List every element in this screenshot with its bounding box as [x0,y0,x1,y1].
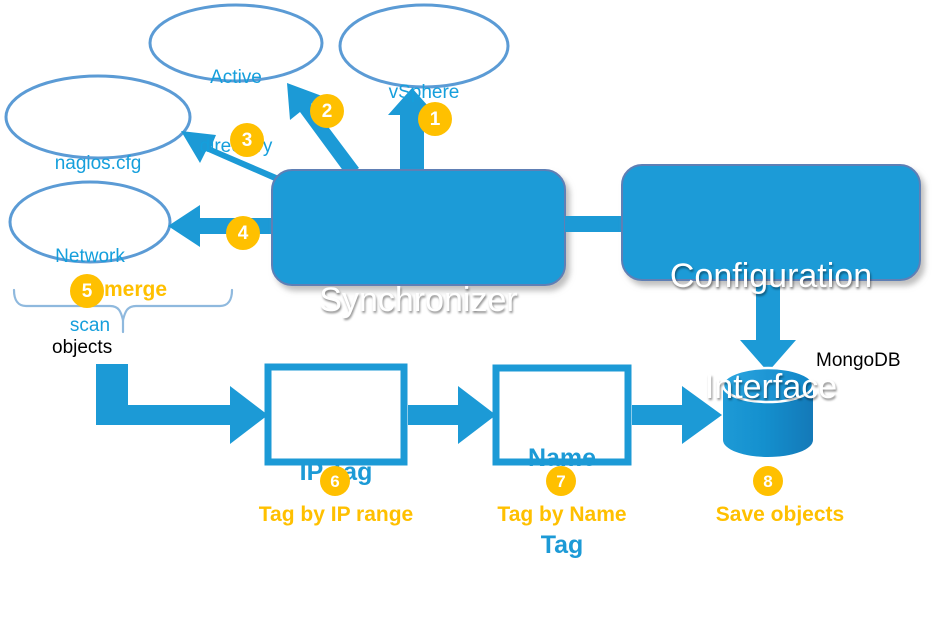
step-badge-4[interactable]: 4 [226,216,260,250]
name-tag-box[interactable] [492,364,632,466]
arrow-objects-to-ip-tag [96,364,268,444]
arrow-3-to-nagios-cfg [181,131,300,190]
arrow-ip-tag-to-name-tag [408,386,496,444]
save-objects-caption: Save objects [715,503,845,526]
synchronizer-label: Synchronizer [319,281,518,319]
configuration-interface-label: Configuration Interface [669,257,873,406]
mongodb-cylinder[interactable] [721,366,815,457]
tag-by-name-caption: Tag by Name [497,503,627,526]
merge-brace [12,288,234,334]
objects-label: objects [52,337,113,358]
mongodb-label: MongoDB [816,350,901,371]
step-badge-5[interactable]: 5 [70,274,104,308]
arrow-config-to-mongodb [740,285,796,372]
name-tag-label: Name Tag [527,444,597,559]
step-badge-6[interactable]: 6 [320,466,350,496]
source-ellipse-nagios-cfg[interactable] [4,74,192,160]
arrow-2-to-active-directory [287,83,359,176]
source-label-vsphere: vSphere [388,82,460,103]
source-ellipse-active-directory[interactable] [148,3,324,83]
merge-caption: merge [104,278,168,301]
connector-synchronizer-configuration [565,216,623,232]
diagram-canvas: Active directory vSphere nagios.cfg Netw… [4,3,921,559]
source-ellipse-network-scan[interactable] [8,180,172,264]
step-badge-7[interactable]: 7 [546,466,576,496]
step-badge-3[interactable]: 3 [230,123,264,157]
step-badge-1[interactable]: 1 [418,102,452,136]
source-label-nagios-cfg: nagios.cfg [54,153,142,174]
arrow-name-tag-to-mongodb [632,386,722,444]
source-ellipse-vsphere[interactable] [338,3,510,89]
configuration-interface-box[interactable] [621,164,921,281]
ip-tag-box[interactable] [264,363,408,466]
tag-by-ip-range-caption: Tag by IP range [258,503,414,526]
diagram-vector-layer [4,3,921,466]
step-badge-8[interactable]: 8 [753,466,783,496]
step-badge-2[interactable]: 2 [310,94,344,128]
source-label-active-directory: Active directory [200,67,273,157]
source-label-network-scan: Network scan [55,246,125,336]
